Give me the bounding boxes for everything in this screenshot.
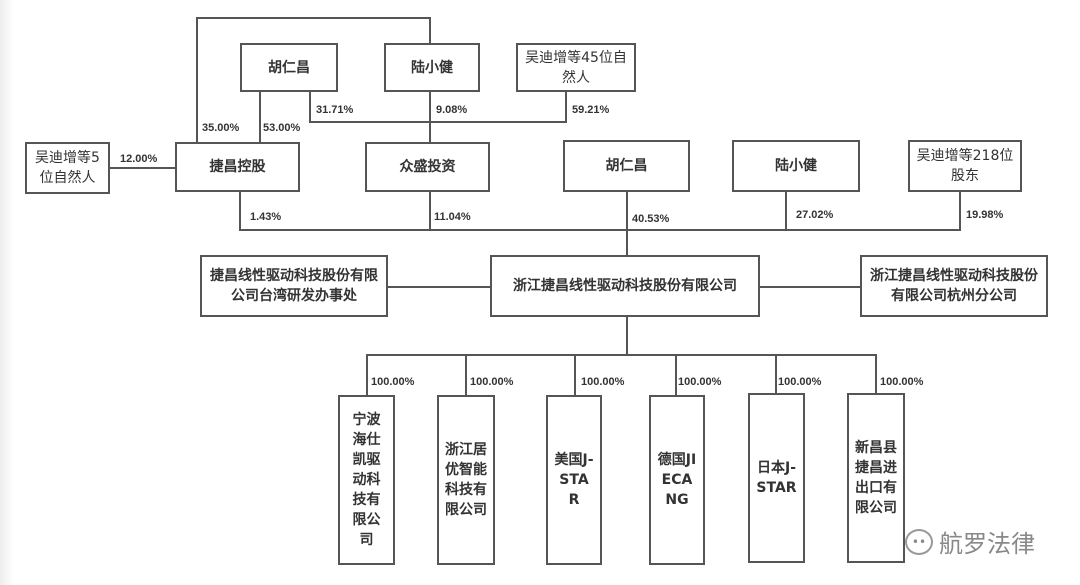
taiwan-rd-office: 捷昌线性驱动科技股份有限公司台湾研发办事处 [200,255,388,317]
box-label: 浙江捷昌线性驱动科技股份有限公司 [513,278,737,294]
box-label: 陆小健 [775,158,817,174]
pct-label: 100.00% [778,376,822,388]
subsidiary-germany-jiecang: 德国JIECANG [649,395,705,565]
box-label: 胡仁昌 [268,59,310,76]
subsidiary-juyou: 浙江居优智能科技有限公司 [437,395,495,565]
subsidiary-xinchang-trade: 新昌县捷昌进出口有限公司 [847,393,905,563]
pct-label: 40.53% [632,213,670,225]
box-label: 日本J-STAR [756,460,797,496]
pct-label: 100.00% [371,376,415,388]
subsidiary-ningbo: 宁波海仕凯驱动科技有限公司 [338,395,395,565]
pct-label: 59.21% [572,104,610,116]
shareholder-lu-xiaojian: 陆小健 [732,140,860,192]
hangzhou-branch: 浙江捷昌线性驱动科技股份有限公司杭州分公司 [860,255,1048,317]
line-subsidiary-bus [366,354,877,395]
pct-label: 100.00% [880,376,924,388]
shareholder-lu-xiaojian-top: 陆小健 [384,43,480,92]
subsidiary-us-jstar: 美国J-STAR [546,395,602,565]
pct-label: 100.00% [581,376,625,388]
box-label: 新昌县捷昌进出口有限公司 [855,440,897,516]
pct-label: 53.00% [263,122,301,134]
line-hu-to-zhongsheng [309,92,567,123]
box-label: 浙江捷昌线性驱动科技股份有限公司杭州分公司 [870,268,1038,304]
left-edge-shadow [0,0,14,585]
box-label: 捷昌控股 [209,159,266,175]
pct-label: 31.71% [316,104,354,116]
watermark: •• 航罗法律 [905,524,1035,559]
box-label: 胡仁昌 [605,158,648,174]
watermark-text: 航罗法律 [939,530,1035,558]
pct-label: 9.08% [436,104,468,116]
pct-label: 35.00% [202,122,240,134]
box-label: 吴迪增等5位自然人 [35,150,100,186]
pct-label: 19.98% [966,209,1004,221]
pct-label: 11.04% [434,211,471,223]
shareholder-wu-218: 吴迪增等218位股东 [908,140,1022,192]
shareholder-hu-renchang-top: 胡仁昌 [240,43,338,92]
pct-label: 27.02% [796,209,834,221]
wechat-icon: •• [905,528,933,555]
pct-label: 100.00% [678,376,722,388]
box-label: 德国JIECANG [657,452,697,508]
zhongsheng-investment: 众盛投资 [365,142,490,192]
pct-label: 1.43% [250,211,282,223]
box-label: 吴迪增等45位自然人 [525,49,627,86]
box-label: 吴迪增等218位股东 [916,148,1014,184]
jiechang-holding: 捷昌控股 [175,142,300,192]
pct-label: 100.00% [470,376,514,388]
box-label: 美国J-STAR [554,452,594,508]
pct-label: 12.00% [120,153,158,165]
box-label: 捷昌线性驱动科技股份有限公司台湾研发办事处 [210,268,378,304]
line-lu-to-holding [196,17,431,142]
box-label: 陆小健 [411,59,453,76]
subsidiary-japan-jstar: 日本J-STAR [748,393,805,563]
shareholder-wu-45: 吴迪增等45位自然人 [516,43,636,92]
box-label: 浙江居优智能科技有限公司 [445,442,487,518]
main-company: 浙江捷昌线性驱动科技股份有限公司 [490,255,760,317]
shareholder-wu-5: 吴迪增等5位自然人 [25,142,110,194]
box-label: 宁波海仕凯驱动科技有限公司 [352,412,381,548]
box-label: 众盛投资 [399,159,456,175]
line-shareholders-bus [239,192,961,231]
shareholder-hu-renchang: 胡仁昌 [563,140,690,192]
